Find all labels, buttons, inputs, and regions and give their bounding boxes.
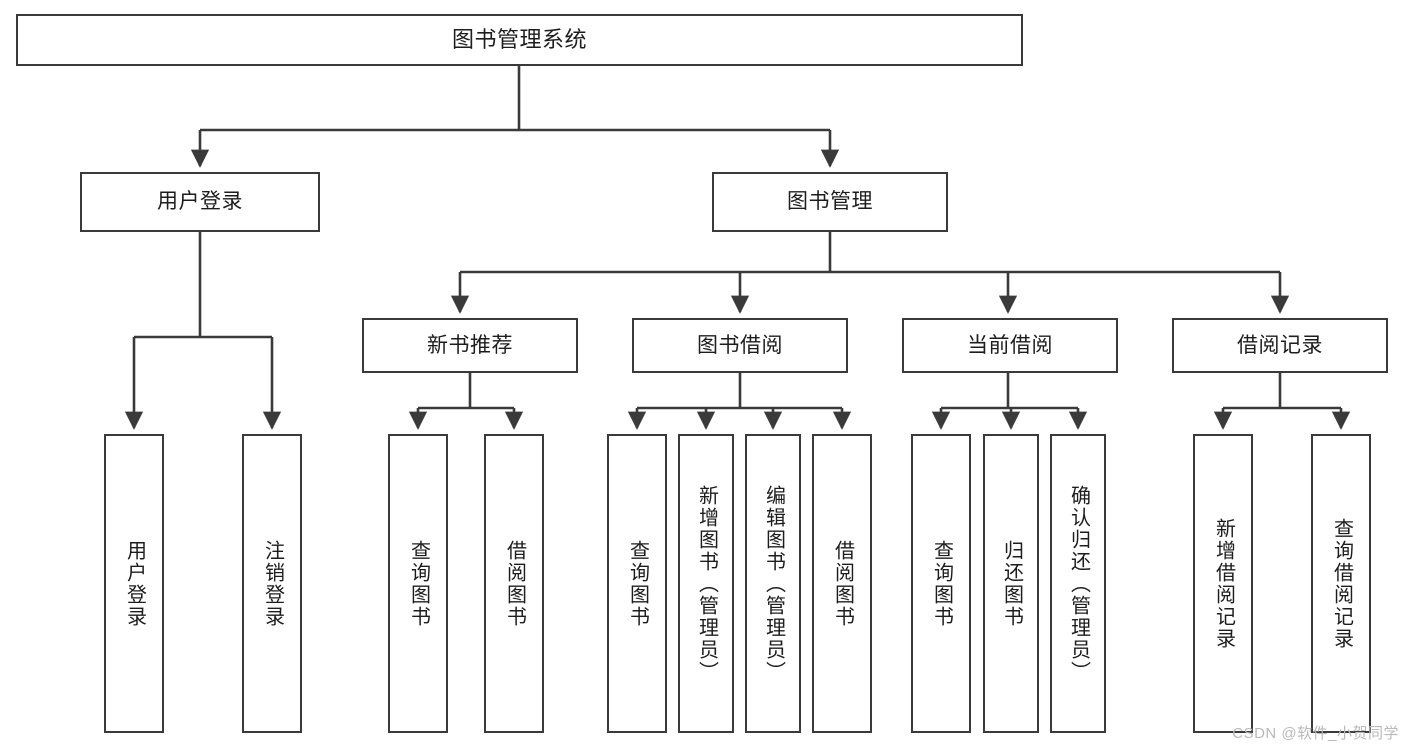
node-leaf-return-book-label: 归还图书 [1000, 539, 1023, 628]
node-leaf-query-book-1-label: 查询图书 [407, 539, 430, 628]
node-leaf-edit-book-admin[interactable]: 编辑图书（管理员） [745, 434, 801, 733]
node-root[interactable]: 图书管理系统 [16, 14, 1023, 66]
node-current-borrow-label: 当前借阅 [967, 333, 1053, 357]
node-leaf-add-book-admin-label: 新增图书（管理员） [695, 484, 718, 683]
node-leaf-user-login-label: 用户登录 [123, 539, 146, 628]
node-new-book-recommend[interactable]: 新书推荐 [362, 318, 578, 373]
node-book-borrow[interactable]: 图书借阅 [632, 318, 848, 373]
node-leaf-user-login[interactable]: 用户登录 [104, 434, 164, 733]
node-leaf-borrow-book-1[interactable]: 借阅图书 [484, 434, 544, 733]
node-leaf-user-logout-label: 注销登录 [261, 539, 284, 628]
node-book-borrow-label: 图书借阅 [697, 333, 783, 357]
node-book-manage[interactable]: 图书管理 [712, 172, 948, 232]
node-new-book-recommend-label: 新书推荐 [427, 333, 513, 357]
node-borrow-record-label: 借阅记录 [1237, 333, 1323, 357]
node-leaf-user-logout[interactable]: 注销登录 [242, 434, 302, 733]
node-leaf-query-book-1[interactable]: 查询图书 [388, 434, 448, 733]
node-leaf-return-book[interactable]: 归还图书 [983, 434, 1039, 733]
node-leaf-add-borrow-record-label: 新增借阅记录 [1212, 517, 1235, 650]
node-user-login-label: 用户登录 [157, 190, 243, 214]
node-leaf-query-book-3[interactable]: 查询图书 [911, 434, 971, 733]
node-leaf-confirm-return-admin[interactable]: 确认归还（管理员） [1050, 434, 1106, 733]
node-leaf-borrow-book-1-label: 借阅图书 [503, 539, 526, 628]
node-leaf-query-book-3-label: 查询图书 [930, 539, 953, 628]
node-leaf-query-book-2-label: 查询图书 [626, 539, 649, 628]
node-user-login[interactable]: 用户登录 [80, 172, 320, 232]
node-leaf-edit-book-admin-label: 编辑图书（管理员） [762, 484, 785, 683]
node-leaf-query-borrow-record[interactable]: 查询借阅记录 [1311, 434, 1371, 733]
node-current-borrow[interactable]: 当前借阅 [902, 318, 1118, 373]
node-leaf-borrow-book-2-label: 借阅图书 [831, 539, 854, 628]
node-leaf-query-borrow-record-label: 查询借阅记录 [1330, 517, 1353, 650]
node-book-manage-label: 图书管理 [787, 190, 873, 214]
node-leaf-query-book-2[interactable]: 查询图书 [607, 434, 667, 733]
node-leaf-add-borrow-record[interactable]: 新增借阅记录 [1193, 434, 1253, 733]
csdn-watermark: CSDN @软件_小贺同学 [1232, 725, 1399, 742]
node-leaf-add-book-admin[interactable]: 新增图书（管理员） [678, 434, 734, 733]
node-leaf-borrow-book-2[interactable]: 借阅图书 [812, 434, 872, 733]
node-leaf-confirm-return-admin-label: 确认归还（管理员） [1067, 484, 1090, 683]
node-root-label: 图书管理系统 [451, 26, 587, 52]
node-borrow-record[interactable]: 借阅记录 [1172, 318, 1388, 373]
